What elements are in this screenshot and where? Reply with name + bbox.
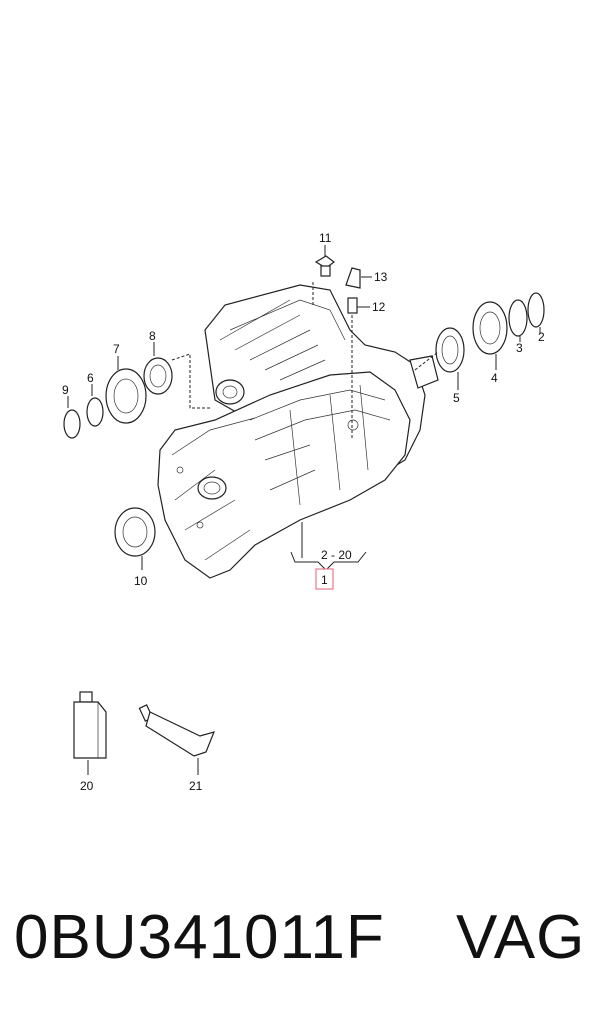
seal-part-10: 10 (114, 507, 156, 588)
callout-20: 20 (80, 779, 94, 793)
bolt-part-11: 11 (312, 231, 335, 305)
callout-1-label: 1 (321, 573, 328, 587)
callout-11: 11 (319, 231, 332, 245)
breather-cap-part-13: 13 (345, 267, 388, 289)
ring-part-6: 6 (86, 371, 104, 427)
callout-10: 10 (134, 574, 148, 588)
callout-1[interactable]: 1 (315, 568, 334, 590)
oil-bottle-part-20: 20 (73, 691, 107, 793)
ring-part-2: 2 (527, 292, 545, 344)
callout-2: 2 (538, 330, 545, 344)
part-number: 0BU341011F (14, 903, 385, 972)
exploded-parts-diagram: 11 13 12 5 4 3 2 8 (62, 231, 545, 793)
callout-21: 21 (189, 779, 203, 793)
ring-part-9: 9 (62, 383, 81, 439)
callout-7: 7 (113, 342, 120, 356)
breather-pipe-part-12: 12 (347, 297, 386, 440)
callout-12: 12 (372, 300, 386, 314)
callout-2-20: 2 - 20 (321, 548, 352, 562)
sealant-tube-part-21: 21 (138, 704, 216, 793)
seal-part-8: 8 (143, 329, 173, 395)
seal-part-5: 5 (435, 327, 465, 405)
callout-5: 5 (453, 391, 460, 405)
transmission-housing (157, 284, 439, 579)
callout-8: 8 (149, 329, 156, 343)
brand-name: VAG (456, 903, 586, 972)
callout-9: 9 (62, 383, 69, 397)
callout-4: 4 (491, 371, 498, 385)
callout-3: 3 (516, 341, 523, 355)
part-number-footer: 0BU341011F VAG (14, 898, 594, 978)
callout-6: 6 (87, 371, 94, 385)
callout-13: 13 (374, 270, 388, 284)
seal-part-7: 7 (105, 342, 147, 424)
seal-part-4: 4 (472, 301, 508, 385)
callout-bracket-2-20: 2 - 20 (290, 522, 367, 571)
ring-part-3: 3 (508, 299, 528, 355)
